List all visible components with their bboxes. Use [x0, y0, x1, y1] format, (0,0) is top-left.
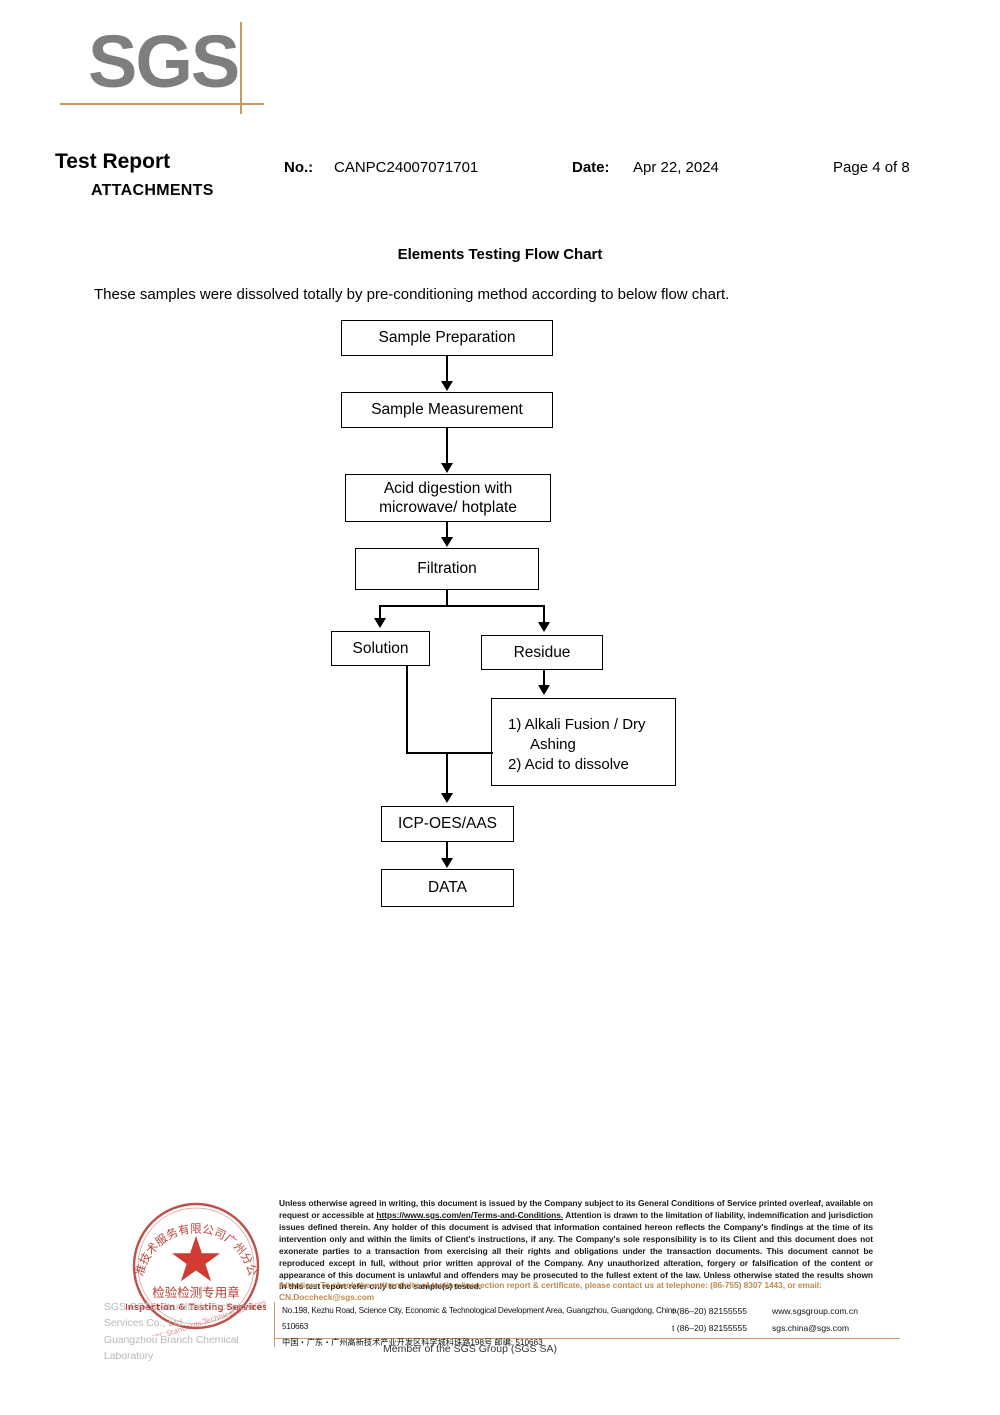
flow-arrow-to-solution: [374, 618, 386, 628]
page-number: Page 4 of 8: [833, 159, 910, 176]
flow-edge-icp-to-data: [446, 842, 448, 859]
flow-node-acid-digestion-label: Acid digestion with microwave/ hotplate: [379, 479, 517, 516]
intro-text: These samples were dissolved totally by …: [94, 286, 730, 303]
footer-vertical-divider: [274, 1302, 275, 1347]
flow-node-alkali-fusion-label: 1) Alkali Fusion / Dry Ashing 2) Acid to…: [508, 715, 646, 774]
footer-disclaimer: Unless otherwise agreed in writing, this…: [279, 1198, 873, 1292]
sgs-logo-text: SGS: [88, 20, 240, 103]
footer-telephone-2: t (86–20) 82155555: [672, 1322, 748, 1333]
report-date-label: Date:: [572, 159, 610, 176]
logo-horizontal-rule: [60, 103, 264, 105]
flow-edge-filtration-stem: [446, 590, 448, 606]
flow-edge-to-solution: [379, 605, 381, 619]
footer-telephone-1: t (86–20) 82155555: [672, 1306, 748, 1316]
flow-node-filtration: Filtration: [355, 548, 539, 590]
flow-edge-to-residue: [543, 605, 545, 623]
flow-node-solution: Solution: [331, 631, 430, 666]
faded-company-line-1: SGS-CSTC Standards Technical Services Co…: [104, 1301, 253, 1330]
flow-node-sample-preparation: Sample Preparation: [341, 320, 553, 356]
page-title: Test Report: [55, 150, 171, 173]
flow-arrow-residue-to-alkali: [538, 685, 550, 695]
footer-horizontal-rule: [274, 1338, 900, 1339]
flow-arrow-icp-to-data: [441, 858, 453, 868]
svg-text:Inspection & Testing Services: Inspection & Testing Services: [126, 1303, 266, 1313]
report-meta-row: No.: CANPC24007071701 Date: Apr 22, 2024…: [0, 159, 1000, 181]
report-no-value: CANPC24007071701: [334, 159, 479, 176]
report-no-label: No.:: [284, 159, 314, 176]
footer-address-cn: 中国・广东・广州高新技术产业开发区科学城科珠路198号 邮编: 510663: [282, 1337, 543, 1347]
flow-edge-merge-to-icp: [446, 752, 448, 794]
flow-edge-split-bar: [379, 605, 544, 607]
logo-vertical-rule: [240, 22, 242, 114]
seal-icon: 标准技术服务有限公司广州分公司 检验检测专用章 Inspection & Tes…: [126, 1196, 266, 1336]
footer-website[interactable]: www.sgsgroup.com.cn: [772, 1306, 858, 1316]
flow-node-icp-oes-aas: ICP-OES/AAS: [381, 806, 514, 842]
footer-email[interactable]: sgs.china@sgs.com: [772, 1322, 850, 1333]
flow-node-alkali-fusion: 1) Alkali Fusion / Dry Ashing 2) Acid to…: [491, 698, 676, 786]
flow-edge-solution-down: [406, 666, 408, 753]
flow-arrow-acid-to-filtration: [441, 537, 453, 547]
faded-company-name: SGS-CSTC Standards Technical Services Co…: [104, 1299, 284, 1364]
flow-edge-merge-bar: [406, 752, 493, 754]
flow-edge-measurement-to-acid: [446, 428, 448, 464]
flow-node-residue: Residue: [481, 635, 603, 670]
section-title: Elements Testing Flow Chart: [397, 246, 603, 263]
footer-address-block: No.198, Kezhu Road, Science City, Econom…: [282, 1303, 682, 1351]
flow-arrow-merge-to-icp: [441, 793, 453, 803]
flow-arrow-to-residue: [538, 622, 550, 632]
sgs-logo: SGS: [60, 20, 268, 114]
flow-edge-prep-to-measurement: [446, 356, 448, 382]
page-subtitle: ATTACHMENTS: [91, 182, 214, 199]
footer-member-line: Member of the SGS Group (SGS SA): [383, 1343, 557, 1355]
flow-node-sample-measurement: Sample Measurement: [341, 392, 553, 428]
footer-attention-notice: Attention: To check the authenticity of …: [279, 1280, 822, 1302]
svg-text:检验检测专用章: 检验检测专用章: [152, 1285, 240, 1300]
inspection-seal-stamp: 标准技术服务有限公司广州分公司 检验检测专用章 Inspection & Tes…: [126, 1196, 266, 1336]
flow-node-acid-digestion: Acid digestion with microwave/ hotplate: [345, 474, 551, 522]
footer-telephone-block: t (86–20) 82155555 t (86–20) 82155555: [672, 1303, 747, 1337]
flow-node-data: DATA: [381, 869, 514, 907]
footer-web-block: www.sgsgroup.com.cn sgs.china@sgs.com: [772, 1303, 858, 1337]
report-date-value: Apr 22, 2024: [633, 159, 719, 176]
faded-company-line-2: Guangzhou Branch Chemical Laboratory: [104, 1333, 239, 1362]
flow-arrow-prep-to-measurement: [441, 381, 453, 391]
flow-edge-acid-to-filtration: [446, 522, 448, 538]
flow-arrow-measurement-to-acid: [441, 463, 453, 473]
flow-edge-residue-to-alkali: [543, 670, 545, 685]
footer-address-en: No.198, Kezhu Road, Science City, Econom…: [282, 1306, 677, 1331]
page-title-block: Test Report ATTACHMENTS: [55, 150, 214, 200]
terms-and-conditions-link[interactable]: https://www.sgs.com/en/Terms-and-Conditi…: [376, 1209, 564, 1220]
